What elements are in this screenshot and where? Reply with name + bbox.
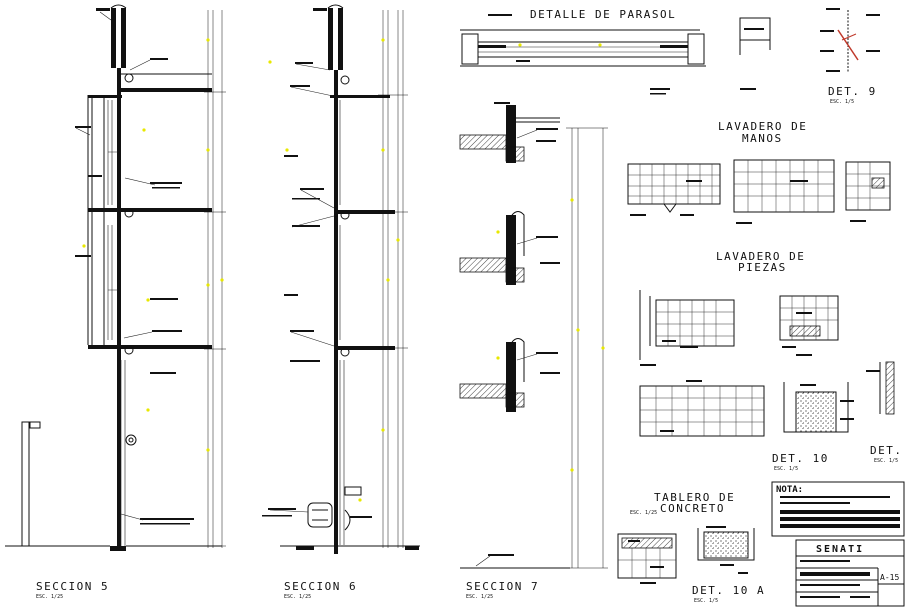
section-7-scale: ESC. 1/25 bbox=[466, 594, 493, 600]
tablero-concreto-drawing bbox=[617, 526, 755, 584]
det-11-drawing bbox=[866, 361, 895, 415]
title-block-logo: SENATI bbox=[816, 544, 864, 555]
det-10a-title: DET. 10 A bbox=[692, 584, 765, 597]
section-7-title: SECCION 7 bbox=[466, 580, 539, 593]
section-5-drawing bbox=[5, 4, 226, 551]
section-5-scale: ESC. 1/25 bbox=[36, 594, 63, 600]
note-title: NOTA: bbox=[776, 485, 803, 495]
det-9-scale: ESC. 1/5 bbox=[830, 99, 854, 105]
note-box bbox=[771, 481, 905, 537]
det-11-scale: ESC. 1/5 bbox=[874, 458, 898, 464]
tablero-scale: ESC. 1/25 bbox=[630, 510, 657, 516]
lavadero-manos-title-1: LAVADERO DE bbox=[718, 120, 807, 133]
lavadero-piezas-drawing bbox=[639, 290, 839, 437]
lavadero-manos-drawing bbox=[627, 159, 891, 224]
parasol-detail-title: DETALLE DE PARASOL bbox=[530, 8, 676, 21]
lavadero-piezas-title-2: PIEZAS bbox=[738, 261, 787, 274]
section-7-drawing bbox=[459, 102, 608, 569]
det-10-drawing bbox=[783, 382, 854, 433]
lavadero-manos-title-2: MANOS bbox=[742, 132, 783, 145]
parasol-detail-drawing bbox=[460, 14, 706, 95]
tablero-title-2: CONCRETO bbox=[660, 502, 725, 515]
det-10-scale: ESC. 1/5 bbox=[774, 466, 798, 472]
section-6-drawing bbox=[262, 4, 420, 554]
det-9-drawing bbox=[739, 8, 880, 90]
tablero-title-1: TABLERO DE bbox=[654, 491, 735, 504]
det-9-title: DET. 9 bbox=[828, 85, 877, 98]
lavadero-piezas-title-1: LAVADERO DE bbox=[716, 250, 805, 263]
section-5-title: SECCION 5 bbox=[36, 580, 109, 593]
section-6-scale: ESC. 1/25 bbox=[284, 594, 311, 600]
section-6-title: SECCION 6 bbox=[284, 580, 357, 593]
det-10a-scale: ESC. 1/5 bbox=[694, 598, 718, 604]
title-block bbox=[795, 539, 905, 607]
det-10-title: DET. 10 bbox=[772, 452, 829, 465]
det-11-title: DET. 11 bbox=[870, 444, 909, 457]
sheet-number: A-15 bbox=[880, 573, 899, 582]
